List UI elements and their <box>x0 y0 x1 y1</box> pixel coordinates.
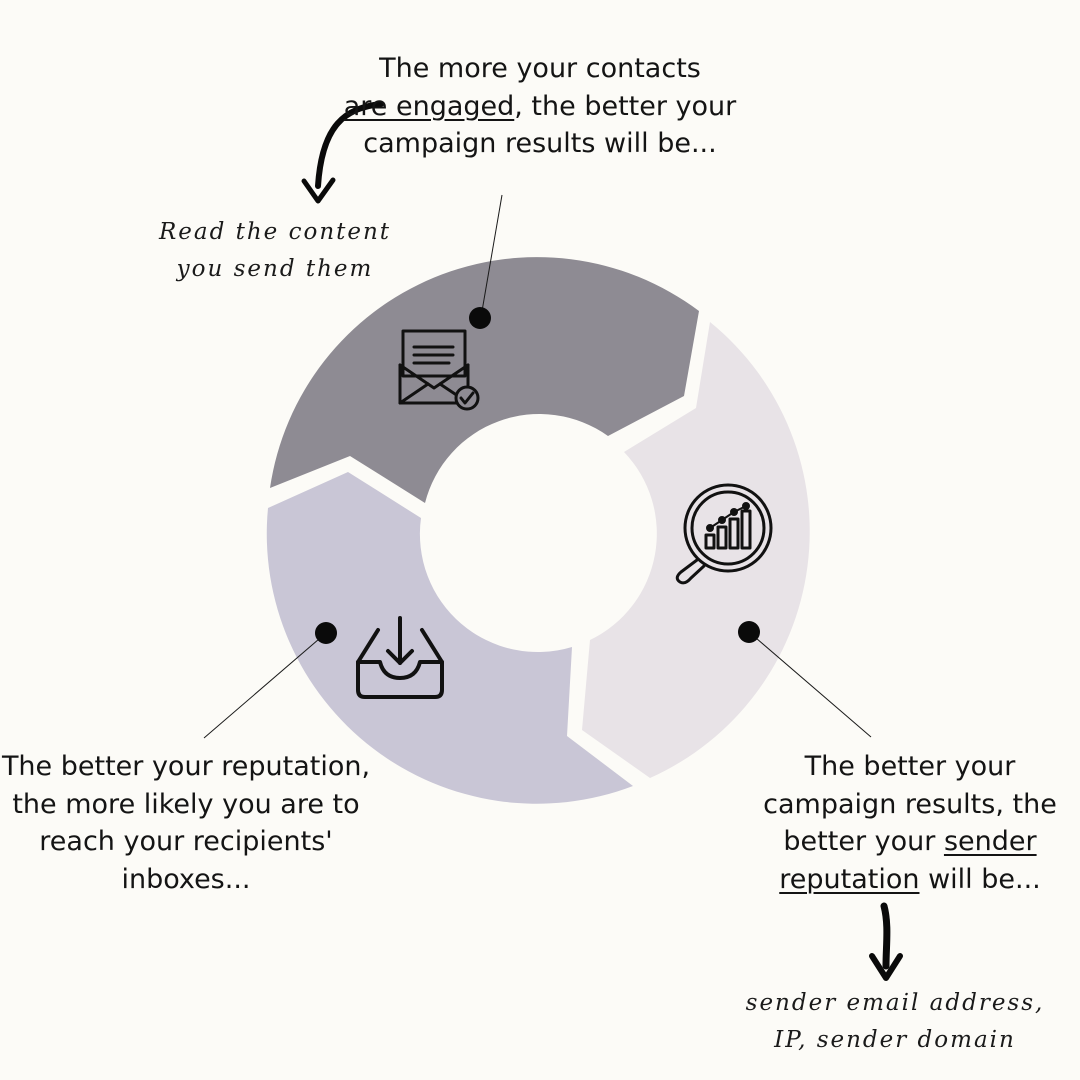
caption-engaged-post: , the better your campaign results will … <box>363 90 737 160</box>
caption-results-pre: The better your campaign results, the be… <box>763 751 1057 857</box>
marker-dot-top <box>469 307 491 329</box>
caption-results: The better your campaign results, the be… <box>735 748 1080 898</box>
magnifier-chart-icon <box>675 483 773 585</box>
segment-engaged <box>270 257 699 503</box>
caption-results-post: will be... <box>928 863 1041 895</box>
caption-engaged-pre: The more your contacts <box>379 53 701 84</box>
note-sender-details: sender email address, IP, sender domain <box>745 990 1045 1053</box>
caption-reputation-text: The better your reputation, the more lik… <box>1 751 371 895</box>
caption-results-underlined: sender reputation <box>779 826 1037 895</box>
leader-line-left <box>203 632 327 739</box>
leader-line-top <box>480 194 503 318</box>
caption-engaged-underlined: are engaged <box>343 90 515 122</box>
marker-dot-left <box>315 622 337 644</box>
envelope-check-icon <box>398 329 480 411</box>
caption-reputation: The better your reputation, the more lik… <box>0 748 372 898</box>
segment-reputation <box>266 472 633 804</box>
segment-results <box>582 322 810 778</box>
marker-dot-right <box>738 621 760 643</box>
leader-line-right <box>748 631 872 738</box>
caption-engaged: The more your contacts are engaged, the b… <box>340 50 740 163</box>
down-arrow-icon <box>869 902 903 981</box>
curved-arrow-icon <box>301 101 384 204</box>
inbox-download-icon <box>356 616 444 699</box>
note-read-content: Read the content you send them <box>158 219 392 282</box>
